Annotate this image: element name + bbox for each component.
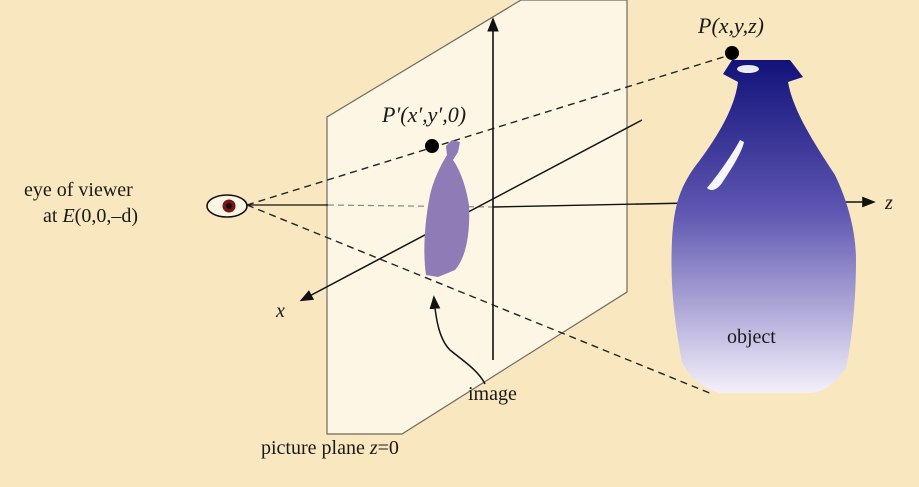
eye-label-line2: at E(0,0,–d): [43, 205, 138, 227]
x-axis-label: x: [275, 300, 285, 322]
vase-highlight-rim: [737, 65, 759, 73]
eye-icon: [206, 194, 248, 218]
image-pointer-arrow: [429, 295, 486, 385]
projected-image-shape: [424, 140, 470, 277]
x-axis: [299, 119, 643, 302]
picture-plane-label: picture plane z=0: [261, 437, 399, 459]
eye-label-line1: eye of viewer: [24, 179, 133, 201]
picture-plane: [326, 0, 628, 435]
center-dashed-line: [327, 204, 493, 208]
vase-highlight-body: [707, 140, 744, 191]
point-p-marker: [725, 46, 739, 60]
z-axis-label: z: [884, 192, 893, 214]
object-vase: [671, 60, 856, 393]
point-p-label: P(x,y,z): [697, 13, 764, 38]
image-label: image: [468, 383, 517, 405]
object-label: object: [727, 326, 776, 348]
point-p-prime-marker: [425, 139, 439, 153]
projection-line-top: [246, 54, 731, 206]
point-p-prime-label: P′(x′,y′,0): [381, 102, 466, 127]
z-axis-inner: [492, 202, 691, 208]
